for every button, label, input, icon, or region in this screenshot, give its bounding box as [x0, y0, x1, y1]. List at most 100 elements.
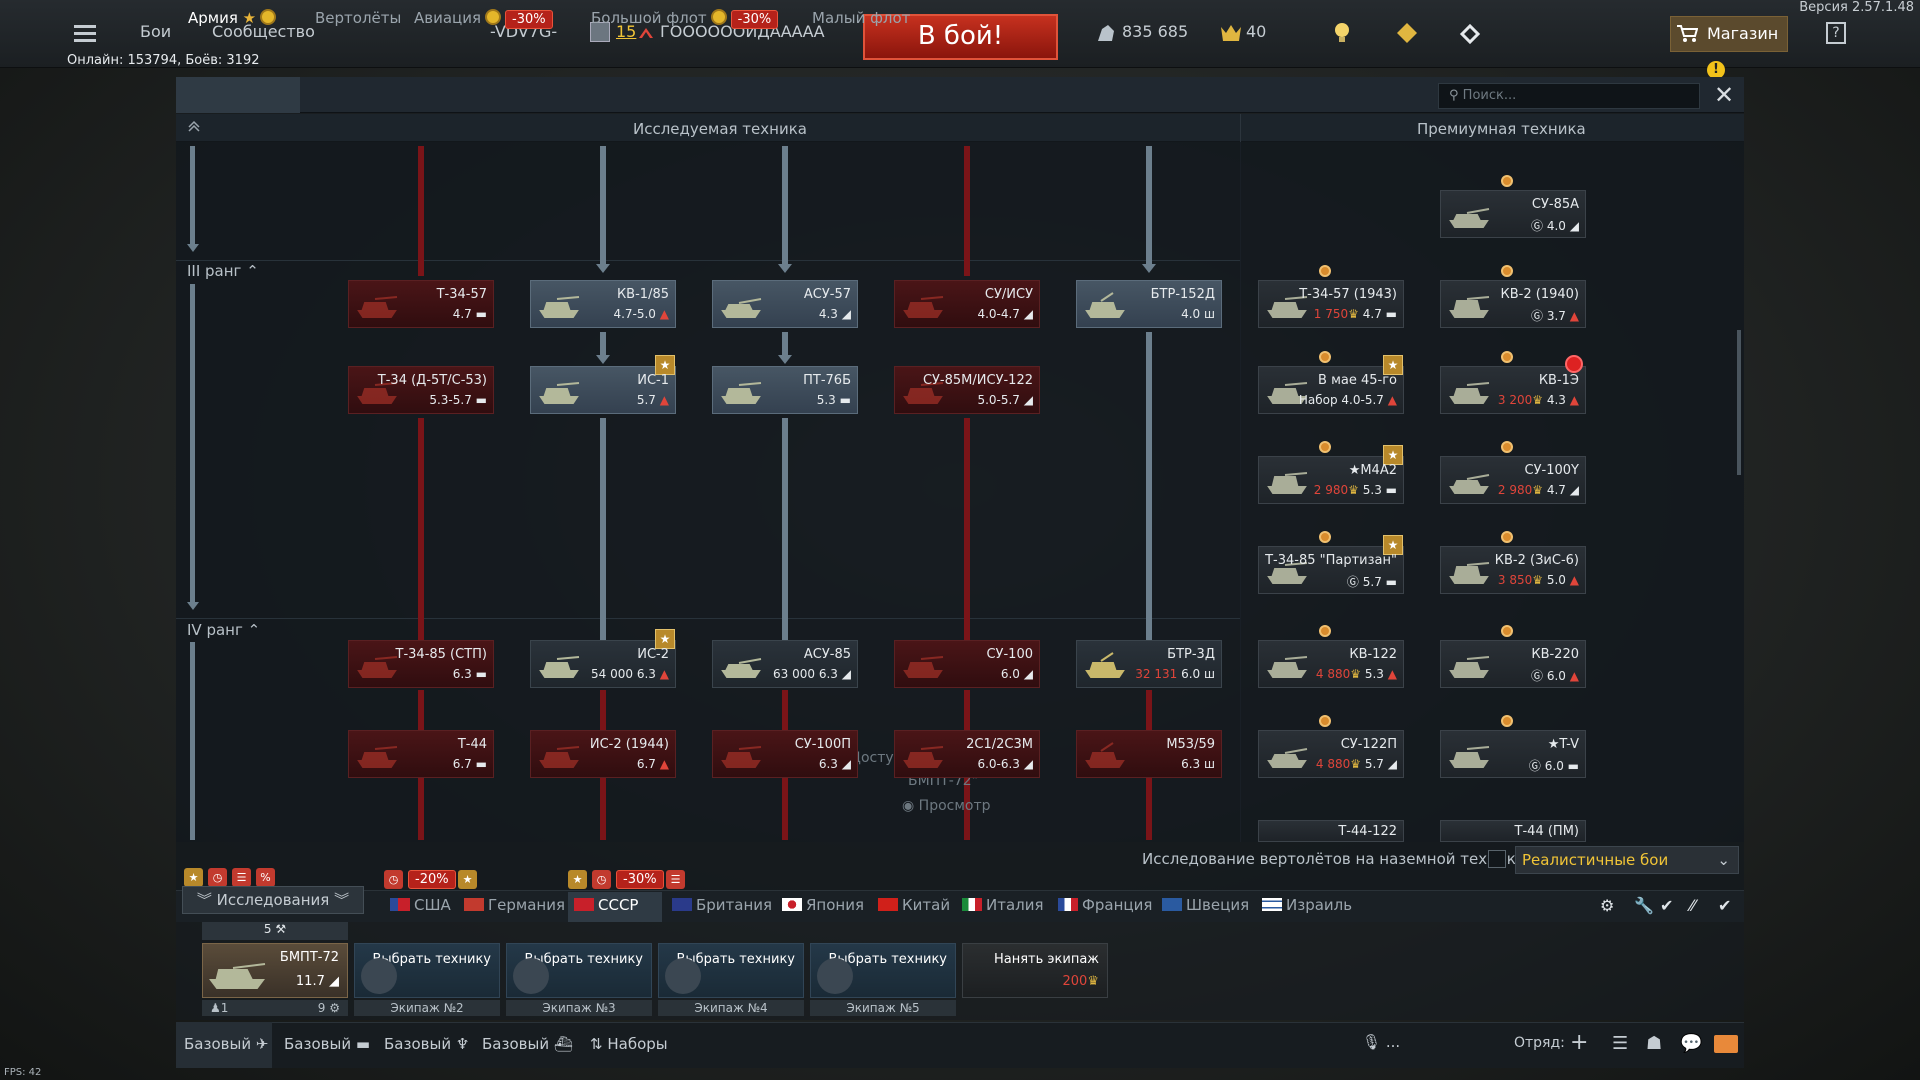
add-squad-icon[interactable]: +: [1570, 1030, 1589, 1055]
research-button[interactable]: ︾ Исследования ︾: [182, 886, 364, 914]
close-icon[interactable]: ✕: [1713, 81, 1735, 109]
list-icon[interactable]: ☰: [666, 870, 685, 889]
battle-mode-select[interactable]: Реалистичные бои⌄: [1515, 846, 1739, 874]
preset-aviation[interactable]: Базовый ✈: [184, 1035, 268, 1053]
list-icon[interactable]: ☰: [232, 868, 251, 887]
crew-slot-4[interactable]: Выбрать технику: [658, 943, 804, 998]
tab-helicopters[interactable]: Вертолёты: [315, 9, 402, 27]
rank-iii-label[interactable]: III ранг ⌃: [187, 262, 259, 280]
premium-vehicle-card[interactable]: ★Т-34-85 "Партизан"Ⓖ 5.7 ▬: [1258, 531, 1404, 594]
crew-slot-2[interactable]: Выбрать технику: [354, 943, 500, 998]
heli-research-checkbox[interactable]: [1488, 850, 1506, 868]
battle-button[interactable]: В бой!: [863, 14, 1058, 60]
search-input[interactable]: ⚲ Поиск...: [1438, 83, 1700, 109]
checkmark-icon[interactable]: ✔: [1660, 896, 1674, 915]
tab-aviation[interactable]: Авиация-30%: [414, 9, 553, 29]
premium-vehicle-card[interactable]: Т-44 (ПМ): [1440, 820, 1586, 842]
nation-italy[interactable]: Италия: [962, 896, 1044, 914]
clock-icon[interactable]: ◷: [592, 870, 611, 889]
battles-menu[interactable]: Бои: [140, 22, 172, 41]
squadron-name[interactable]: ГООООООЙДААААА: [660, 22, 825, 41]
preset-helicopter[interactable]: Базовый ♆: [384, 1035, 469, 1053]
nation-japan[interactable]: Япония: [782, 896, 864, 914]
preset-ship[interactable]: Базовый ⛴: [482, 1035, 573, 1053]
nation-uk[interactable]: Британия: [672, 896, 772, 914]
checkmark-icon[interactable]: ✔: [1718, 896, 1732, 915]
shop-button[interactable]: Магазин !: [1670, 16, 1788, 79]
nation-germany[interactable]: Германия: [464, 896, 565, 914]
star-icon[interactable]: ★: [458, 870, 477, 889]
overlay-view-link[interactable]: ◉ Просмотр: [902, 798, 991, 814]
rank-iv-label[interactable]: IV ранг ⌃: [187, 621, 260, 639]
clock-icon[interactable]: ◷: [384, 870, 403, 889]
nation-sweden[interactable]: Швеция: [1162, 896, 1249, 914]
microphone-button[interactable]: 🎙 ...: [1362, 1033, 1400, 1051]
nation-china[interactable]: Китай: [878, 896, 950, 914]
double-check-icon[interactable]: ⁄⁄: [1690, 896, 1696, 915]
tab-army[interactable]: Армия ★: [188, 9, 277, 27]
clock-icon[interactable]: ◷: [208, 868, 227, 887]
lightbulb-icon[interactable]: [1334, 22, 1350, 44]
diamond-icon[interactable]: [1396, 22, 1418, 44]
chat-icon[interactable]: 💬: [1680, 1033, 1703, 1054]
tab-smallfleet[interactable]: Малый флот: [812, 9, 911, 27]
percent-icon[interactable]: %: [256, 868, 275, 887]
avatar[interactable]: [590, 22, 610, 42]
nation-israel[interactable]: Израиль: [1262, 896, 1352, 914]
star-icon[interactable]: ★: [184, 868, 203, 887]
friends-icon[interactable]: ☗: [1646, 1033, 1663, 1054]
premium-vehicle-card[interactable]: Т-34-57 (1943)1 750♛ 4.7 ▬: [1258, 265, 1404, 328]
list-icon[interactable]: ☰: [1612, 1033, 1629, 1054]
nation-ussr[interactable]: СССР: [574, 896, 638, 914]
vehicle-card[interactable]: Т-34 (Д-5Т/С-53)5.3-5.7 ▬: [348, 366, 494, 414]
vehicle-card[interactable]: ИС-2 (1944)6.7 ▲: [530, 730, 676, 778]
premium-vehicle-card[interactable]: КВ-2 (ЗиС-6)3 850♛ 5.0 ▲: [1440, 531, 1586, 594]
nation-usa[interactable]: США: [390, 896, 451, 914]
crew-slot-5[interactable]: Выбрать технику: [810, 943, 956, 998]
silver-balance[interactable]: 835 685: [1122, 22, 1189, 41]
help-button[interactable]: ?: [1826, 22, 1846, 44]
vehicle-card[interactable]: Т-34-85 (СТП)6.3 ▬: [348, 640, 494, 688]
community-menu[interactable]: Сообщество: [212, 22, 315, 41]
premium-vehicle-card[interactable]: КВ-2 (1940)Ⓖ 3.7 ▲: [1440, 265, 1586, 328]
premium-vehicle-card[interactable]: Т-44-122: [1258, 820, 1404, 842]
tab-bigfleet[interactable]: Большой флот-30%: [591, 9, 779, 29]
nation-france[interactable]: Франция: [1058, 896, 1152, 914]
coupon-icon[interactable]: [1458, 22, 1482, 46]
crew-slot-3[interactable]: Выбрать технику: [506, 943, 652, 998]
preset-tank[interactable]: Базовый ▬: [284, 1035, 370, 1053]
gold-balance[interactable]: 40: [1246, 22, 1267, 41]
gear-icon[interactable]: ⚙: [1600, 896, 1615, 915]
wrench-icon[interactable]: 🔧: [1634, 896, 1654, 915]
menu-icon[interactable]: [74, 24, 96, 42]
scrollbar[interactable]: [1737, 330, 1741, 475]
collapse-up-icon[interactable]: [188, 120, 200, 132]
